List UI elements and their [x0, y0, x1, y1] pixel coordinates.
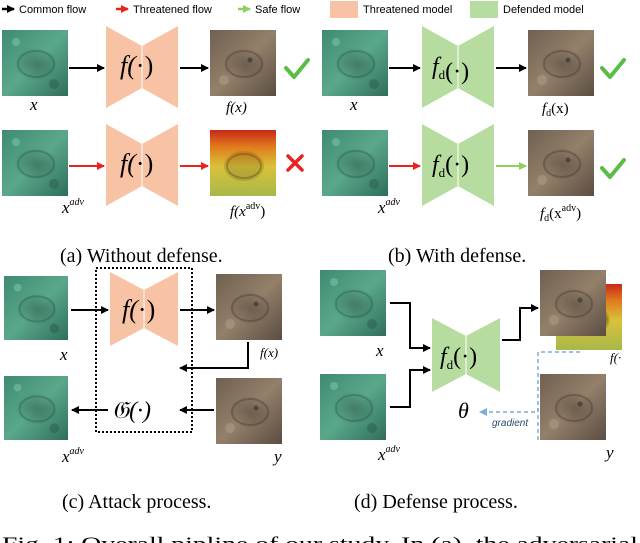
attack-loop-box [95, 267, 193, 433]
gradient-label: gradient [492, 418, 529, 429]
model-f-label: f(·) [120, 51, 153, 80]
legend-threatened-model-label: Threatened model [363, 4, 452, 16]
image-x-adv [318, 374, 388, 440]
label-y: y [272, 447, 282, 466]
attack-operator-label: 𝔊(·) [112, 398, 151, 424]
figure-caption-fragment: Fig. 1: Overall pipline of our study. In… [2, 534, 638, 543]
image-fdx [528, 30, 594, 96]
label-x: x [59, 345, 68, 364]
image-f-stack-front [540, 270, 606, 336]
caption-b: (b) With defense. [388, 245, 526, 267]
arrow-common [179, 342, 249, 372]
panel-a: x f(·) f(x) xadv f(·) f(xadv) (a) Withou… [2, 26, 310, 267]
image-x [2, 276, 70, 340]
label-fdx: fd(x) [542, 101, 569, 119]
label-f-adv: f(xadv) [230, 201, 265, 220]
image-y [216, 378, 282, 444]
legend-safe-label: Safe flow [255, 4, 300, 16]
panel-d: x xadv fd(·) f(· y gradient θ (d) Defens… [318, 270, 622, 513]
label-x: x [375, 341, 384, 360]
theta-label: θ [458, 398, 469, 423]
caption-d: (d) Defense process. [354, 491, 518, 513]
image-x-adv [2, 130, 68, 196]
model-fd-label: fdf((·) [432, 54, 469, 85]
image-x-adv [2, 376, 70, 440]
arrow-common [390, 302, 431, 352]
label-f-partial: f(· [610, 350, 621, 365]
check-icon [600, 58, 626, 79]
legend-threatened-label: Threatened flow [133, 4, 212, 16]
gradient-arrow [479, 351, 580, 416]
label-x: x [29, 95, 38, 114]
label-x-adv: xadv [377, 197, 401, 217]
legend-defended-model-swatch [470, 1, 498, 18]
label-x: x [349, 95, 358, 114]
legend: Common flow Threatened flow Safe flow Th… [2, 1, 584, 18]
model-fd-label: fd(·) [440, 344, 477, 372]
image-x-adv [322, 130, 388, 196]
image-x [2, 30, 68, 96]
arrow-common [390, 366, 431, 408]
caption-c: (c) Attack process. [62, 491, 211, 513]
label-x-adv: xadv [377, 444, 401, 464]
image-y [540, 374, 606, 440]
image-f-adv [210, 130, 276, 196]
label-fx: f(x) [260, 345, 278, 360]
check-icon [600, 158, 626, 179]
label-fd-adv: fd(xadv) [540, 203, 581, 224]
legend-threatened-model-swatch [330, 1, 358, 18]
image-fx [216, 274, 282, 340]
label-x-adv: xadv [61, 197, 85, 217]
legend-common-label: Common flow [19, 4, 86, 16]
cross-icon [286, 154, 304, 172]
caption-a: (a) Without defense. [60, 245, 223, 267]
legend-defended-model-label: Defended model [503, 4, 584, 16]
model-f-label: f(·) [120, 149, 153, 178]
panel-c: x f(·) f(x) y 𝔊(·) xadv (c) Attack proce… [2, 267, 282, 513]
label-x-adv: xadv [61, 446, 85, 466]
image-x [322, 30, 388, 96]
panel-b: x fdf((·) fd(x) xadv fd(·) fd(xadv) (b) … [322, 26, 626, 267]
image-fx [210, 30, 276, 96]
label-y: y [604, 443, 614, 462]
image-fd-adv [528, 130, 594, 196]
arrow-common [502, 304, 539, 341]
check-icon [284, 58, 310, 79]
model-f-label: f(·) [122, 295, 155, 324]
model-fd-label: fd(·) [432, 152, 469, 180]
label-fx: f(x) [226, 100, 247, 116]
image-x [318, 270, 388, 336]
